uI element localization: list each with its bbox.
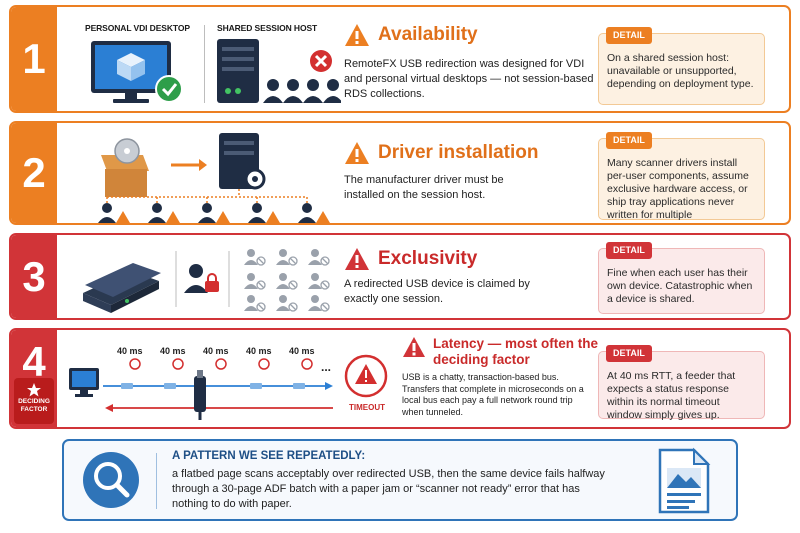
latency-label: 40 ms — [160, 346, 186, 356]
row-availability: 1 PERSONAL VDI DESKTOP SHARED SESSION HO… — [9, 5, 791, 113]
pattern-banner: A PATTERN WE SEE REPEATEDLY: a flatbed p… — [62, 439, 738, 521]
row-body: USB is a chatty, transaction-based bus. … — [402, 372, 584, 417]
caption-shared-host: SHARED SESSION HOST — [217, 23, 318, 33]
timeout-icon — [344, 354, 388, 398]
user-lock-icon — [184, 264, 208, 293]
banner-heading: A PATTERN WE SEE REPEATEDLY: — [172, 450, 366, 462]
latency-label: 40 ms — [289, 346, 315, 356]
warning-icon — [345, 142, 369, 164]
row-exclusivity: 3 — [9, 233, 791, 320]
detail-text: At 40 ms RTT, a feeder that expects a st… — [607, 370, 736, 421]
detail-box: DETAIL Many scanner drivers install per-… — [598, 132, 765, 223]
latency-roundtrip-diagram — [69, 358, 333, 420]
detail-text: Fine when each user has their own device… — [607, 267, 753, 305]
stopwatch-icons — [129, 358, 313, 370]
row-latency: 4 DECIDING FACTOR 40 ms 40 ms 40 ms 40 m… — [9, 328, 791, 429]
latency-label: 40 ms — [246, 346, 272, 356]
detail-text: On a shared session host: unavailable or… — [607, 52, 754, 90]
detail-label: DETAIL — [606, 132, 652, 149]
magnifier-icon — [83, 452, 139, 508]
detail-label: DETAIL — [606, 242, 652, 259]
exclusivity-diagram — [83, 249, 330, 313]
banner-text: a flatbed page scans acceptably over red… — [172, 468, 605, 510]
detail-box: DETAIL At 40 ms RTT, a feeder that expec… — [598, 345, 765, 421]
row-body: The manufacturer driver must be installe… — [344, 174, 504, 201]
driver-distribution-diagram — [98, 133, 330, 223]
detail-label: DETAIL — [606, 27, 652, 44]
detail-box: DETAIL Fine when each user has their own… — [598, 242, 765, 314]
warning-icon — [403, 337, 425, 357]
row-body: RemoteFX USB redirection was designed fo… — [344, 58, 594, 100]
latency-label: 40 ms — [203, 346, 229, 356]
server-users-x-icon — [217, 39, 341, 103]
warning-icon — [345, 24, 369, 46]
step-number: 1 — [11, 7, 57, 111]
usb-plug-icon — [194, 376, 206, 412]
detail-text: Many scanner drivers install per-user co… — [607, 157, 749, 223]
detail-box: DETAIL On a shared session host: unavail… — [598, 27, 765, 105]
step-number: 2 — [11, 123, 57, 223]
step-number: 3 — [11, 235, 57, 318]
star-icon — [27, 383, 41, 397]
deciding-factor-badge: DECIDING FACTOR — [14, 378, 54, 424]
timeout-label: TIMEOUT — [349, 403, 385, 412]
row-title: Availability — [378, 24, 478, 45]
document-image-icon — [658, 447, 711, 514]
warning-icon — [345, 248, 369, 270]
detail-label: DETAIL — [606, 345, 652, 362]
ellipsis: ... — [321, 360, 332, 374]
row-title: Latency — most often the deciding factor — [433, 336, 599, 367]
row-body: A redirected USB device is claimed by ex… — [344, 278, 530, 305]
row-title: Driver installation — [378, 142, 539, 163]
row-title: Exclusivity — [378, 248, 478, 269]
latency-label: 40 ms — [117, 346, 143, 356]
monitor-check-icon — [91, 41, 183, 103]
row-driver-installation: 2 Driver i — [9, 121, 791, 225]
caption-personal-vdi: PERSONAL VDI DESKTOP — [85, 23, 190, 33]
